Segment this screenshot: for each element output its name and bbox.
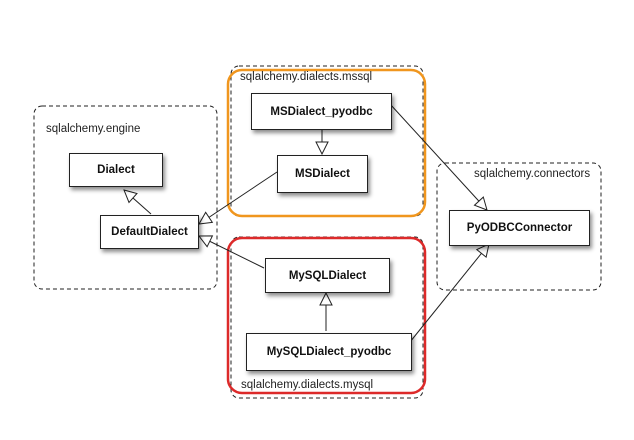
class-msdialect-pyodbc[interactable]: MSDialect_pyodbc xyxy=(251,93,392,130)
package-mssql-label: sqlalchemy.dialects.mssql xyxy=(240,71,373,83)
edge-msdialect-pyodbc-to-pyodbcconnector xyxy=(389,103,487,210)
package-engine-label: sqlalchemy.engine xyxy=(46,123,141,135)
class-dialect[interactable]: Dialect xyxy=(69,153,163,187)
edge-msdialect-to-defaultdialect xyxy=(199,171,278,224)
class-msdialect[interactable]: MSDialect xyxy=(277,155,368,193)
class-mysqldialect-pyodbc[interactable]: MySQLDialect_pyodbc xyxy=(246,333,412,371)
class-mysql-dialect[interactable]: MySQLDialect xyxy=(265,258,390,293)
package-mssql-box xyxy=(230,65,424,217)
edge-mysqldialect-to-defaultdialect xyxy=(199,236,265,269)
mssql-highlight-box xyxy=(226,68,427,218)
package-connectors-box xyxy=(436,162,602,291)
mysql-highlight-box xyxy=(226,236,427,395)
package-engine-box xyxy=(33,105,218,290)
edge-mysqldialect-pyodbc-to-pyodbcconnector xyxy=(409,244,489,343)
edge-defaultdialect-to-dialect xyxy=(124,190,152,215)
package-connectors-label: sqlalchemy.connectors xyxy=(474,168,591,180)
class-pyodbc-connector[interactable]: PyODBCConnector xyxy=(449,210,590,246)
package-mysql-label: sqlalchemy.dialects.mysql xyxy=(241,379,374,391)
class-default-dialect[interactable]: DefaultDialect xyxy=(100,215,199,249)
